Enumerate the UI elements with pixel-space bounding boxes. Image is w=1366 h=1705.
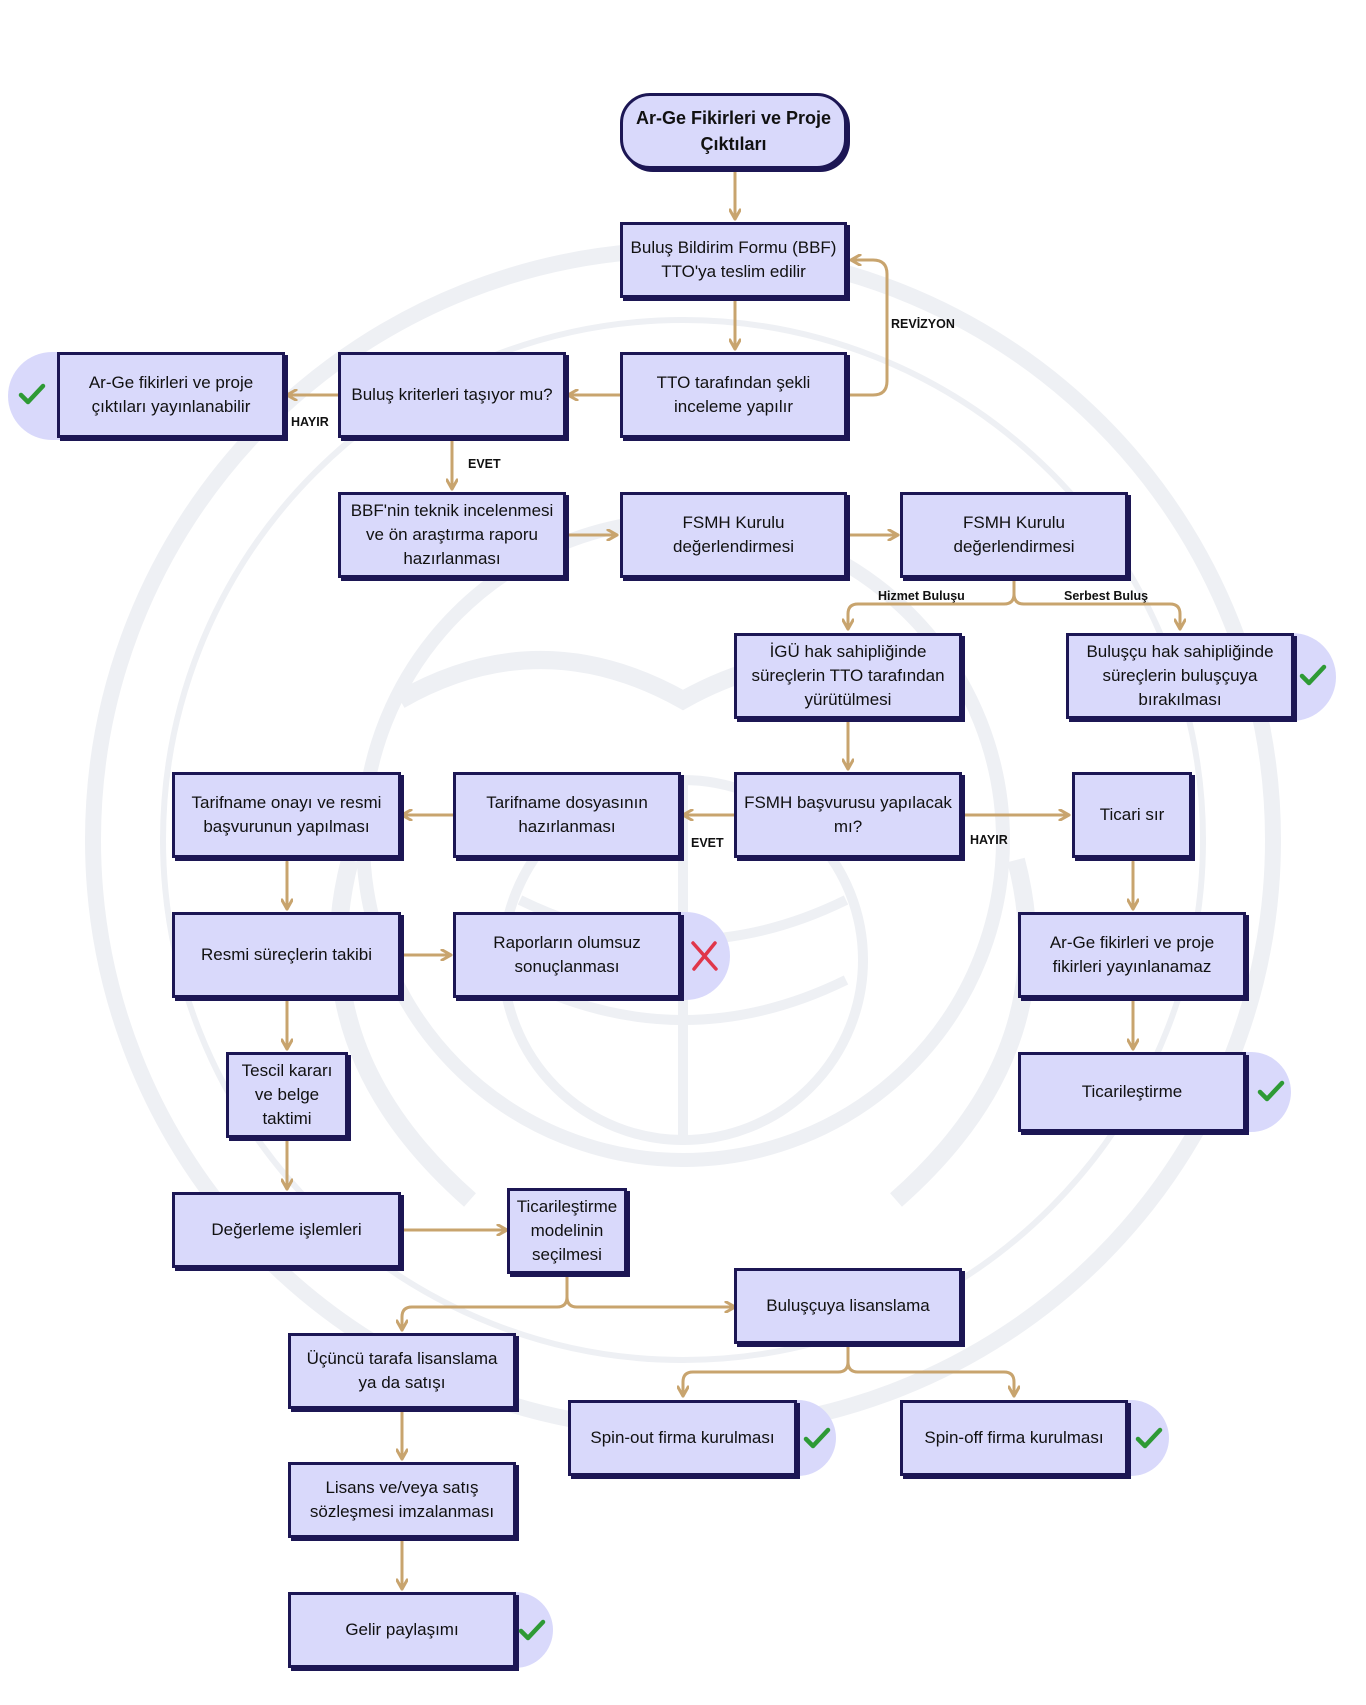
node-label: Buluşçu hak sahipliğinde süreçlerin bulu… <box>1086 642 1274 709</box>
node-label: Spin-out firma kurulması <box>590 1428 775 1447</box>
node-label: Ar-Ge fikirleri ve proje fikirleri yayın… <box>1049 933 1215 976</box>
edge-fsmh2-branch-right <box>1012 576 1180 628</box>
node-fsmh-apply-decision: FSMH başvurusu yapılacak mı? <box>734 772 962 858</box>
node-label: FSMH Kurulu değerlendirmesi <box>953 513 1075 556</box>
node-label: Tarifname onayı ve resmi başvurunun yapı… <box>191 793 382 836</box>
node-label: Üçüncü tarafa lisanslama ya da satışı <box>306 1349 498 1392</box>
node-label: Ar-Ge Fikirleri ve Proje Çıktıları <box>635 108 832 154</box>
node-official-tracking: Resmi süreçlerin takibi <box>172 912 401 998</box>
node-inventor-rights: Buluşçu hak sahipliğinde süreçlerin bulu… <box>1066 633 1294 719</box>
node-not-publishable: Ar-Ge fikirleri ve proje fikirleri yayın… <box>1018 912 1246 998</box>
node-license-contract: Lisans ve/veya satış sözleşmesi imzalanm… <box>288 1462 516 1538</box>
edge-model-third <box>402 1275 569 1329</box>
node-label: Spin-off firma kurulması <box>924 1428 1104 1447</box>
node-valuation: Değerleme işlemleri <box>172 1192 401 1268</box>
node-revenue-share: Gelir paylaşımı <box>288 1592 516 1668</box>
node-label: Ticarileştirme modelinin seçilmesi <box>516 1197 618 1264</box>
check-icon <box>18 383 46 405</box>
node-bbf-submit: Buluş Bildirim Formu (BBF) TTO'ya teslim… <box>620 222 847 298</box>
node-commercialization: Ticarileştirme <box>1018 1052 1246 1132</box>
node-publishable: Ar-Ge fikirleri ve proje çıktıları yayın… <box>57 352 285 438</box>
node-label: FSMH başvurusu yapılacak mı? <box>744 793 952 836</box>
edge-model-license <box>565 1275 734 1307</box>
check-icon <box>803 1427 831 1449</box>
edge-label-no: HAYIR <box>291 415 329 429</box>
node-label: Buluş kriterleri taşıyor mu? <box>351 385 553 404</box>
node-label: TTO tarafından şekli inceleme yapılır <box>656 373 811 416</box>
node-label: BBF'nin teknik incelenmesi ve ön araştır… <box>350 501 554 568</box>
node-tech-review: BBF'nin teknik incelenmesi ve ön araştır… <box>338 492 566 578</box>
node-label: Gelir paylaşımı <box>345 1620 459 1639</box>
edge-license-spinoff <box>846 1345 1014 1395</box>
node-label: İGÜ hak sahipliğinde süreçlerin TTO tara… <box>751 642 945 709</box>
node-inventor-license: Buluşçuya lisanslama <box>734 1268 962 1344</box>
node-fsmh-eval-2: FSMH Kurulu değerlendirmesi <box>900 492 1128 578</box>
cross-icon <box>691 941 718 971</box>
node-spec-approval: Tarifname onayı ve resmi başvurunun yapı… <box>172 772 401 858</box>
node-label: Ticarileştirme <box>1081 1082 1183 1101</box>
node-label: Buluş Bildirim Formu (BBF) TTO'ya teslim… <box>630 238 837 281</box>
edge-label-revision: REVİZYON <box>891 317 955 331</box>
node-tto-review: TTO tarafından şekli inceleme yapılır <box>620 352 847 438</box>
check-icon <box>518 1619 546 1641</box>
node-third-party: Üçüncü tarafa lisanslama ya da satışı <box>288 1333 516 1409</box>
node-label: Tarifname dosyasının hazırlanması <box>486 793 648 836</box>
edge-label-service-invention: Hizmet Buluşu <box>878 589 965 603</box>
node-spin-off: Spin-off firma kurulması <box>900 1400 1128 1476</box>
node-label: Resmi süreçlerin takibi <box>201 945 372 964</box>
node-label: Buluşçuya lisanslama <box>766 1296 930 1315</box>
node-negative-reports: Raporların olumsuz sonuçlanması <box>453 912 681 998</box>
edge-label-no: HAYIR <box>970 833 1008 847</box>
node-label: Değerleme işlemleri <box>211 1220 362 1239</box>
node-spin-out: Spin-out firma kurulması <box>568 1400 797 1476</box>
node-trade-secret: Ticari sır <box>1072 772 1192 858</box>
edge-label-yes: EVET <box>691 836 724 850</box>
check-icon <box>1135 1427 1163 1449</box>
node-label: Ar-Ge fikirleri ve proje çıktıları yayın… <box>88 373 254 416</box>
edge-revision <box>846 260 889 397</box>
node-fsmh-eval-1: FSMH Kurulu değerlendirmesi <box>620 492 847 578</box>
edge-label-yes: EVET <box>468 457 501 471</box>
node-label: FSMH Kurulu değerlendirmesi <box>673 513 794 556</box>
edge-license-spinout <box>683 1345 850 1395</box>
node-registration: Tescil kararı ve belge taktimi <box>226 1052 348 1138</box>
node-criteria-decision: Buluş kriterleri taşıyor mu? <box>338 352 566 438</box>
check-icon <box>1257 1080 1285 1102</box>
check-icon <box>1299 664 1327 686</box>
edge-fsmh2-branch-left <box>848 576 1016 628</box>
node-label: Ticari sır <box>1099 805 1165 824</box>
node-model-select: Ticarileştirme modelinin seçilmesi <box>507 1188 627 1274</box>
node-label: Lisans ve/veya satış sözleşmesi imzalanm… <box>309 1478 495 1521</box>
node-label: Tescil kararı ve belge taktimi <box>241 1061 333 1128</box>
node-start: Ar-Ge Fikirleri ve Proje Çıktıları <box>620 93 847 169</box>
node-label: Raporların olumsuz sonuçlanması <box>493 933 641 976</box>
node-igu-rights: İGÜ hak sahipliğinde süreçlerin TTO tara… <box>734 633 962 719</box>
node-spec-prepare: Tarifname dosyasının hazırlanması <box>453 772 681 858</box>
edge-label-free-invention: Serbest Buluş <box>1064 589 1149 603</box>
